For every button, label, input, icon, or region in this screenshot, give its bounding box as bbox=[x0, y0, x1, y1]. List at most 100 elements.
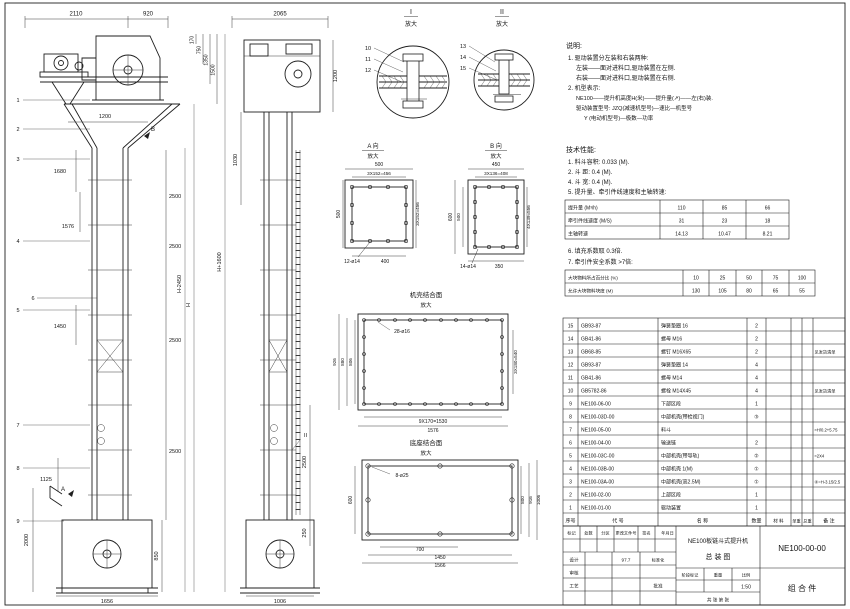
stage-label: 阶段标记 bbox=[682, 572, 700, 579]
lump-cell: 25 bbox=[720, 276, 726, 282]
bom-code: NE100-04-00 bbox=[581, 441, 611, 447]
head-housing-outline bbox=[81, 35, 164, 105]
view-b-outer bbox=[467, 179, 525, 255]
note-line: Y (电动机型号)—极数—功率 bbox=[584, 114, 654, 122]
base-face-view: 底座结合面 放大 8-ø25 600 800 916 1006 700 1450… bbox=[348, 438, 541, 569]
view-a-dim-pitch-top: 3X152=456 bbox=[367, 171, 391, 176]
tech-item: 2. 斗 距: 0.4 (M). bbox=[568, 169, 613, 176]
title-block-frame bbox=[562, 525, 846, 606]
casing-holes-note: 28-ø16 bbox=[394, 329, 410, 335]
bom-vlines bbox=[577, 318, 814, 526]
scale-label: 比例 bbox=[742, 572, 750, 579]
dim-1350: 1350 bbox=[204, 54, 210, 65]
bom-code: GB41-86 bbox=[581, 337, 601, 343]
sheet-name: 总 装 图 bbox=[706, 552, 731, 561]
dim-1656: 1656 bbox=[101, 599, 113, 605]
bom-name: 下部区段 bbox=[661, 401, 681, 408]
view-b-label: B bbox=[151, 127, 155, 133]
sig-process: 工艺 bbox=[569, 584, 579, 589]
bom-qty: 1 bbox=[755, 493, 758, 499]
bom-qty: 2 bbox=[755, 350, 758, 356]
tech-title: 技术性能: bbox=[566, 145, 596, 154]
chain-roller bbox=[97, 437, 105, 445]
table-row: 12 GB93-87 弹簧垫圈 14 4 bbox=[568, 362, 758, 369]
callout-2: 2 bbox=[16, 127, 19, 133]
dim-2500-2: 2500 bbox=[169, 244, 181, 250]
view-b-dim-600: 600 bbox=[448, 213, 454, 222]
side-boot-outline bbox=[240, 519, 320, 594]
bom-remark: ≈H/0.2+5.75 bbox=[815, 428, 839, 433]
note-line: 驱动装置型号: JZQ(减速机型号)—速比—机型号 bbox=[576, 104, 693, 112]
callout-1: 1 bbox=[16, 98, 19, 104]
bom-header: 备 注 bbox=[823, 518, 834, 525]
bom-code: NE100-02-00 bbox=[581, 493, 611, 499]
view-b-holes-note: 14-ø14 bbox=[460, 264, 476, 270]
dim-2500-side: 2500 bbox=[302, 456, 308, 468]
table-row: 1 NE100-01-00 驱动装置 1 bbox=[569, 505, 758, 512]
view-a-title: A 向 bbox=[367, 142, 378, 150]
base-dim-600: 600 bbox=[348, 496, 354, 505]
bom-code: GB5782-86 bbox=[581, 389, 607, 395]
view-b-dim-pitch-right: 4X139=556 bbox=[526, 205, 531, 229]
table-row: 5 NE100-03C-00 中部机壳(带导轨) ② ≈2X4 bbox=[569, 453, 825, 460]
view-b-dim-lines bbox=[454, 168, 528, 264]
bom-qty: 1 bbox=[755, 402, 758, 408]
dim-1680: 1680 bbox=[54, 169, 66, 175]
bom-table: 15 GB93-87 弹簧垫圈 16 2 14 GB41-86 螺母 M16 2… bbox=[562, 317, 846, 527]
bom-no: 2 bbox=[569, 493, 572, 499]
detail-ii-bolt bbox=[498, 59, 510, 95]
callout-4: 4 bbox=[16, 239, 19, 245]
sig-date: 97.7 bbox=[622, 558, 631, 563]
side-chain-roller bbox=[270, 424, 278, 432]
bom-remark: ②=H-3.15/2.5 bbox=[815, 480, 841, 485]
detail-ii-title: II bbox=[500, 9, 504, 16]
product-name: NE100板链斗式提升机 bbox=[688, 537, 748, 545]
bom-name: 螺母 M14 bbox=[661, 375, 682, 382]
bom-name: 弹簧垫圈 16 bbox=[661, 323, 688, 330]
perf-cell: 110 bbox=[678, 206, 686, 212]
view-a-bolt-holes bbox=[349, 185, 408, 244]
view-b: B 向 放大 450 3X136=408 600 500 4X139=556 3… bbox=[448, 142, 531, 270]
callout-9: 9 bbox=[16, 519, 19, 525]
rev-header: 处数 bbox=[584, 530, 593, 537]
dim-250: 250 bbox=[302, 528, 308, 537]
side-dim-lines bbox=[231, 16, 334, 597]
chain-roller bbox=[97, 424, 105, 432]
bom-no: 1 bbox=[569, 506, 572, 512]
base-dim-lines bbox=[354, 460, 538, 564]
view-a-inner bbox=[351, 186, 407, 242]
view-a-outer bbox=[344, 179, 414, 249]
view-b-dim-pitch-top: 3X136=408 bbox=[484, 171, 508, 176]
dim-2500-3: 2500 bbox=[169, 338, 181, 344]
perf-cell: 18 bbox=[765, 219, 771, 225]
table-row: 2 NE100-02-00 上部区段 1 bbox=[569, 492, 758, 499]
dim-850: 850 bbox=[154, 551, 160, 560]
bom-code: GB93-87 bbox=[581, 363, 601, 369]
bom-header: 单重 bbox=[792, 518, 800, 525]
dim-lines-boot bbox=[56, 520, 163, 597]
view-a-arrow bbox=[68, 490, 74, 497]
view-a-holes-note: 12-ø14 bbox=[344, 259, 360, 265]
base-dim-1566: 1566 bbox=[434, 563, 445, 569]
perf-cell: 10.47 bbox=[718, 232, 731, 238]
notes-block: 说明: 1. 驱动装置分左装和右装两种: 左装——面对进料口,驱动装置在左侧. … bbox=[566, 41, 713, 122]
callout-8: 8 bbox=[16, 466, 19, 472]
bom-header: 总重 bbox=[803, 518, 811, 524]
detail-i-bolt bbox=[406, 59, 420, 103]
bom-name: 螺钉 M16X65 bbox=[661, 349, 691, 356]
base-face-holes bbox=[365, 463, 515, 537]
view-a: A 向 放大 500 3X152=456 500 3X152=456 400 1… bbox=[336, 142, 420, 265]
perf-cell: 31 bbox=[679, 219, 685, 225]
bom-header: 代 号 bbox=[612, 518, 623, 525]
scale-value: 1:50 bbox=[741, 585, 751, 591]
detail-ii-callout-leaders bbox=[468, 45, 498, 81]
table-row: 10 GB5782-86 螺栓 M14X45 4 见发货清单 bbox=[568, 388, 836, 395]
base-holes-leader bbox=[371, 466, 391, 475]
casing-face-title: 机壳结合面 bbox=[410, 290, 443, 299]
view-b-dim-500: 500 bbox=[456, 213, 461, 221]
detail-ii-scale: 放大 bbox=[496, 20, 508, 28]
table-row: 8 NE100-03D-00 中部机壳(带检视门) ③ bbox=[569, 414, 759, 421]
bom-no: 10 bbox=[568, 389, 574, 395]
notes-title: 说明: bbox=[566, 41, 582, 50]
